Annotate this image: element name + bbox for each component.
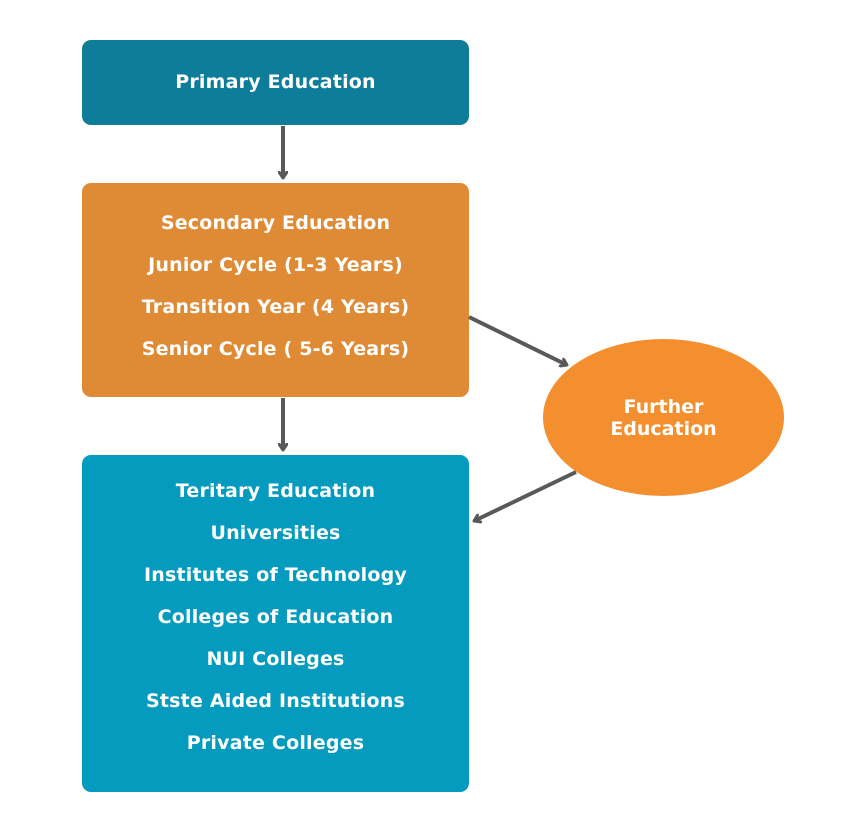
nui-colleges-label: NUI Colleges	[206, 648, 345, 670]
further-education-node: Further Education	[543, 339, 784, 496]
state-aided-institutions-label: Stste Aided Institutions	[146, 690, 405, 712]
senior-cycle-label: Senior Cycle ( 5-6 Years)	[141, 338, 410, 360]
further-education-label-line-2: Education	[610, 417, 717, 440]
transition-year-label: Transition Year (4 Years)	[141, 296, 410, 318]
primary-education-label: Primary Education	[175, 71, 376, 93]
arrow-secondary-to-further	[468, 315, 567, 365]
universities-label: Universities	[210, 522, 341, 544]
colleges-of-education-label: Colleges of Education	[157, 606, 394, 628]
arrow-further-to-tertiary	[474, 470, 577, 521]
primary-education-node: Primary Education	[82, 40, 469, 125]
institutes-of-technology-label: Institutes of Technology	[144, 564, 407, 586]
further-education-label-line-1: Further	[623, 395, 704, 418]
junior-cycle-label: Junior Cycle (1-3 Years)	[148, 254, 403, 276]
private-colleges-label: Private Colleges	[186, 732, 365, 754]
tertiary-education-node: Teritary Education Universities Institut…	[82, 455, 469, 792]
secondary-education-node: Secondary Education Junior Cycle (1-3 Ye…	[82, 183, 469, 397]
secondary-education-title: Secondary Education	[160, 212, 391, 234]
tertiary-education-title: Teritary Education	[175, 480, 376, 502]
